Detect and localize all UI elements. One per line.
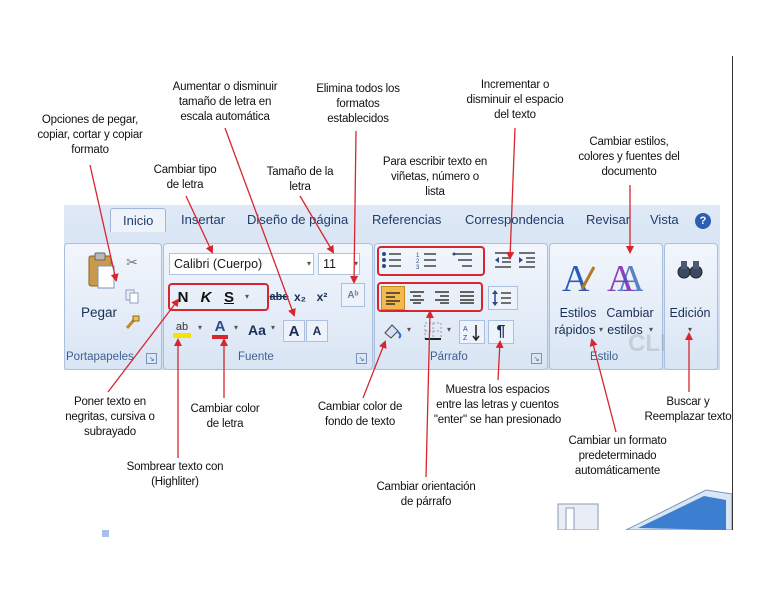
svg-text:1: 1 [416,253,420,259]
shrink-font-button[interactable]: A [306,320,328,342]
quick-styles-icon[interactable]: A [560,253,596,297]
multilevel-list-icon[interactable] [452,250,476,270]
italic-button[interactable]: K [200,288,212,306]
change-styles-label-1[interactable]: Cambiar [606,306,654,320]
svg-text:3: 3 [416,265,420,270]
bullets-icon[interactable] [381,250,403,270]
group-label-portapapeles: Portapapeles [66,351,134,363]
binoculars-icon[interactable] [676,256,704,282]
annotation-highlight: Sombrear texto con(Highliter) [126,461,224,488]
show-formatting-marks-button[interactable]: ¶ [488,320,514,344]
change-styles-label-2[interactable]: estilos [607,323,643,337]
svg-text:A: A [463,326,468,333]
quick-styles-label-2[interactable]: rápidos [554,323,596,337]
group-edicion [664,243,718,370]
bold-button[interactable]: N [177,288,189,306]
cut-icon[interactable]: ✂ [126,253,138,270]
group-label-estilo: Estilo [590,351,619,363]
svg-text:A: A [607,258,635,297]
list-buttons-box [377,246,485,276]
font-color-letter: A [214,318,226,335]
tab-revisar[interactable]: Revisar [586,212,631,227]
align-left-icon[interactable] [381,286,405,310]
align-center-icon[interactable] [406,286,428,308]
font-color-icon[interactable]: A [210,318,230,340]
group-label-fuente: Fuente [238,351,274,363]
font-name-field[interactable]: Calibri (Cuerpo) [169,253,314,275]
underline-button[interactable]: S [223,288,234,306]
justify-icon[interactable] [456,286,478,308]
clear-formatting-icon[interactable]: Aᵇ [341,283,365,307]
copy-icon[interactable] [124,288,140,304]
chevron-down-icon[interactable]: ▾ [598,324,603,334]
chevron-down-icon[interactable]: ▾ [244,291,249,301]
change-case-button[interactable]: Aa [248,322,266,338]
annotation-paste-options: Opciones de pegar,copiar, cortar y copia… [37,114,143,156]
dialog-launcher-icon[interactable]: ↘ [356,353,367,364]
chevron-down-icon[interactable]: ▾ [197,322,202,332]
group-label-parrafo: Párrafo [430,351,468,363]
editing-button-label[interactable]: Edición [669,306,711,320]
svg-text:Z: Z [463,335,468,341]
paste-icon[interactable] [86,252,116,292]
format-painter-icon[interactable] [124,314,140,330]
svg-text:2: 2 [416,259,420,265]
chevron-down-icon[interactable]: ▾ [687,324,692,334]
frame-line [732,56,733,530]
font-name-value: Calibri (Cuerpo) [174,257,263,271]
decrease-indent-icon[interactable] [493,250,513,270]
superscript-button[interactable]: x² [316,290,328,304]
quick-styles-label-1[interactable]: Estilos [559,306,597,320]
font-size-value: 11 [323,257,336,271]
computer-illustration [556,470,733,531]
chevron-down-icon[interactable]: ▾ [446,324,451,334]
align-right-icon[interactable] [431,286,453,308]
chevron-down-icon[interactable]: ▾ [270,322,275,332]
svg-text:A: A [562,258,590,297]
tab-correspondencia[interactable]: Correspondencia [465,212,565,227]
tab-vista[interactable]: Vista [650,212,679,227]
increase-indent-icon[interactable] [517,250,537,270]
subscript-button[interactable]: x₂ [293,290,306,304]
font-size-field[interactable]: 11 [318,253,360,275]
dialog-launcher-icon[interactable]: ↘ [146,353,157,364]
help-icon[interactable]: ? [695,213,711,229]
chevron-down-icon[interactable]: ▾ [233,322,238,332]
strikethrough-button[interactable]: abe [269,291,289,303]
tab-referencias[interactable]: Referencias [372,212,442,227]
shading-icon[interactable] [381,320,405,342]
tab-diseno-pagina[interactable]: Diseño de página [247,212,349,227]
tab-inicio[interactable]: Inicio [110,208,167,232]
borders-icon[interactable] [421,320,445,342]
svg-text:A: A [617,258,643,297]
chevron-down-icon[interactable]: ▾ [306,258,311,268]
highlight-icon[interactable]: ab [171,318,193,340]
line-spacing-icon[interactable] [488,286,518,310]
tab-insertar[interactable]: Insertar [181,212,226,227]
grow-font-button[interactable]: A [283,320,305,342]
paste-button-label[interactable]: Pegar [80,304,118,320]
chevron-down-icon[interactable]: ▾ [648,324,653,334]
chevron-down-icon[interactable]: ▾ [406,324,411,334]
chevron-down-icon[interactable]: ▾ [353,258,358,268]
dialog-launcher-icon[interactable]: ↘ [531,353,542,364]
slide-bullet [102,530,109,537]
